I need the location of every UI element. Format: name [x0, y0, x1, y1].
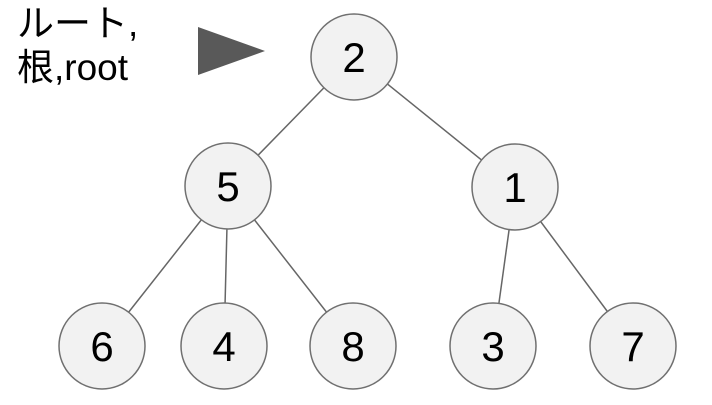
tree-node-circle-7: [589, 302, 677, 390]
root-annotation-label: ルート, 根,root: [17, 2, 138, 90]
tree-node-8: 8: [309, 302, 397, 390]
tree-node-value-2: 2: [342, 34, 365, 81]
tree-node-value-5: 5: [216, 163, 239, 210]
tree-node-value-1: 1: [503, 164, 526, 211]
tree-node-value-7: 7: [621, 323, 644, 370]
tree-node-circle-8: [309, 302, 397, 390]
tree-node-6: 6: [58, 302, 146, 390]
tree-node-value-8: 8: [341, 323, 364, 370]
tree-node-3: 3: [449, 302, 537, 390]
tree-node-circle-6: [58, 302, 146, 390]
tree-nodes-layer: 2 5 1 6 4 8 3 7: [58, 13, 677, 390]
tree-node-7: 7: [589, 302, 677, 390]
root-annotation-line2: 根,root: [17, 47, 129, 88]
tree-node-circle-1: [471, 143, 559, 231]
root-annotation-line1: ルート,: [17, 3, 139, 44]
tree-node-value-4: 4: [212, 323, 235, 370]
tree-node-value-6: 6: [90, 323, 113, 370]
tree-node-1: 1: [471, 143, 559, 231]
tree-node-value-3: 3: [481, 323, 504, 370]
tree-node-2: 2: [310, 13, 398, 101]
tree-node-circle-3: [449, 302, 537, 390]
tree-node-circle-2: [310, 13, 398, 101]
tree-node-circle-5: [184, 142, 272, 230]
tree-node-5: 5: [184, 142, 272, 230]
root-pointer-arrow-icon: [198, 27, 265, 75]
tree-node-4: 4: [180, 302, 268, 390]
tree-node-circle-4: [180, 302, 268, 390]
